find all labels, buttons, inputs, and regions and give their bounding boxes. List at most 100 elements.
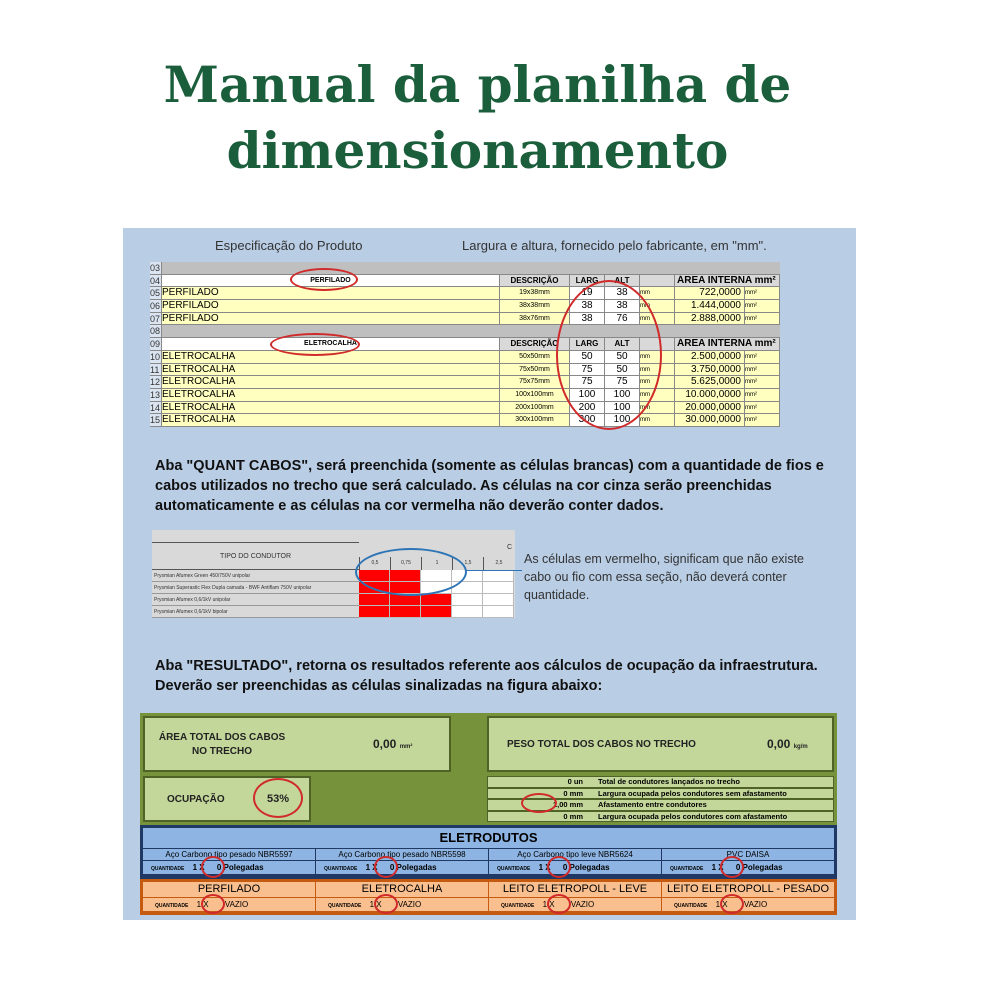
bandeja-name: PERFILADO [143, 882, 315, 897]
header-descricao: DESCRIÇÃO [500, 274, 570, 287]
size-unit: Polegadas [569, 863, 610, 872]
row-number: 03 [150, 262, 162, 274]
qty-label: QUANTIDADE [155, 903, 189, 909]
state-value: VAZIO [743, 900, 768, 909]
product-name: ELETROCALHA [162, 388, 500, 401]
eletroduto-qty-row: QUANTIDADE 1 X 0 Polegadas [316, 861, 488, 874]
area-unit: mm² [745, 312, 780, 325]
detail-text: Largura ocupada pelos condutores sem afa… [598, 788, 787, 798]
input-cell[interactable] [452, 594, 483, 606]
input-cell[interactable] [452, 582, 483, 594]
detail-value: 1,00 mm [552, 800, 583, 809]
qty-label: QUANTIDADE [328, 903, 362, 909]
dim-unit: mm [640, 414, 675, 426]
qty-input[interactable]: 1 [365, 863, 371, 872]
eletroduto-name: Aço Carbono tipo leve NBR5624 [489, 849, 661, 860]
red-cell [390, 606, 421, 618]
row-number: 15 [150, 414, 162, 426]
product-name: ELETROCALHA [162, 401, 500, 414]
dim-unit: mm [640, 287, 675, 300]
detail-value: 0 mm [563, 788, 583, 798]
qty-input[interactable]: 1 [192, 863, 198, 872]
input-cell[interactable] [483, 606, 514, 618]
qty-input[interactable]: 1 [538, 863, 544, 872]
eletroduto-name: Aço Carbono tipo pesado NBR5597 [143, 849, 315, 860]
input-cell[interactable] [452, 606, 483, 618]
qty-label: QUANTIDADE [497, 866, 531, 872]
qty-input[interactable]: 1 [715, 900, 721, 909]
conductor-name: Prysmian Afumex 0,6/1kV bipolar [152, 606, 359, 618]
qty-label: QUANTIDADE [670, 866, 704, 872]
qty-input[interactable]: 1 [196, 900, 202, 909]
highlight-qty [201, 894, 225, 914]
section-group-label: C [507, 544, 513, 551]
qty-input[interactable]: 1 [369, 900, 375, 909]
input-cell[interactable] [483, 594, 514, 606]
paragraph-resultado: Aba "RESULTADO", retorna os resultados r… [155, 658, 818, 694]
area-value: 10.000,0000 [675, 388, 745, 401]
area-value: 30.000,0000 [675, 414, 745, 426]
highlight-qty [374, 894, 398, 914]
highlight-qty [547, 894, 571, 914]
qty-input[interactable]: 1 [711, 863, 717, 872]
product-desc: 38x76mm [500, 312, 570, 325]
detail-row: 0 mm Largura ocupada pelos condutores com… [487, 810, 834, 822]
product-name: PERFILADO [162, 287, 500, 300]
state-value: VAZIO [570, 900, 595, 909]
conductor-name: Prysmian Afumex 0,6/1kV unipolar [152, 594, 359, 606]
row-number: 05 [150, 287, 162, 300]
product-name: PERFILADO [162, 312, 500, 325]
qty-label: QUANTIDADE [674, 903, 708, 909]
header-alt: ALT [605, 274, 640, 287]
highlight-red-cells [355, 548, 467, 596]
qty-input[interactable]: 1 [542, 900, 548, 909]
product-name: PERFILADO [162, 300, 500, 312]
area-unit: mm² [745, 300, 780, 312]
peso-total-value: 0,00 kg/m [767, 737, 808, 751]
red-cell [390, 594, 421, 606]
bandeja-qty-row: QUANTIDADE 1 X VAZIO [489, 898, 661, 911]
area-unit: mm² [745, 350, 780, 363]
detail-value: 0 un [567, 777, 583, 786]
input-cell[interactable] [483, 582, 514, 594]
highlight-ocupacao [253, 778, 303, 818]
bandeja-name: LEITO ELETROPOLL - LEVE [489, 882, 661, 897]
conductor-name: Prysmian Superastic Flex Dupla camada - … [152, 582, 359, 594]
header-tipo-condutor: TIPO DO CONDUTOR [152, 542, 359, 570]
area-total-box: ÁREA TOTAL DOS CABOS NO TRECHO 0,00 mm² [143, 716, 451, 772]
eletroduto-qty-row: QUANTIDADE 1 X 0 Polegadas [143, 861, 315, 874]
header-blank [640, 274, 675, 287]
eletrodutos-title: ELETRODUTOS [143, 828, 834, 848]
state-value: VAZIO [224, 900, 249, 909]
conductor-name: Prysmian Afumex Green 450/750V unipolar [152, 570, 359, 582]
highlight-dimensions [556, 280, 662, 430]
area-total-label: ÁREA TOTAL DOS CABOS NO TRECHO [158, 732, 286, 757]
area-value: 2.888,0000 [675, 312, 745, 325]
red-cell [421, 594, 452, 606]
bandeja-qty-row: QUANTIDADE 1 X VAZIO [316, 898, 488, 911]
detail-text: Largura ocupada pelos condutores com afa… [598, 811, 788, 821]
area-value: 20.000,0000 [675, 401, 745, 414]
red-cell [359, 594, 390, 606]
area-unit: mm² [745, 388, 780, 401]
product-name: ELETROCALHA [162, 376, 500, 388]
row-number: 09 [150, 338, 162, 350]
detail-value: 0 mm [563, 811, 583, 821]
separator-row: 03 [150, 262, 780, 275]
highlight-eletrocalha [270, 333, 360, 356]
red-cell [421, 606, 452, 618]
input-cell[interactable] [483, 570, 514, 582]
header-area: ÁREA INTERNA mm² [675, 274, 780, 287]
row-number: 04 [150, 274, 162, 287]
area-value: 3.750,0000 [675, 363, 745, 376]
area-unit: mm² [745, 363, 780, 376]
